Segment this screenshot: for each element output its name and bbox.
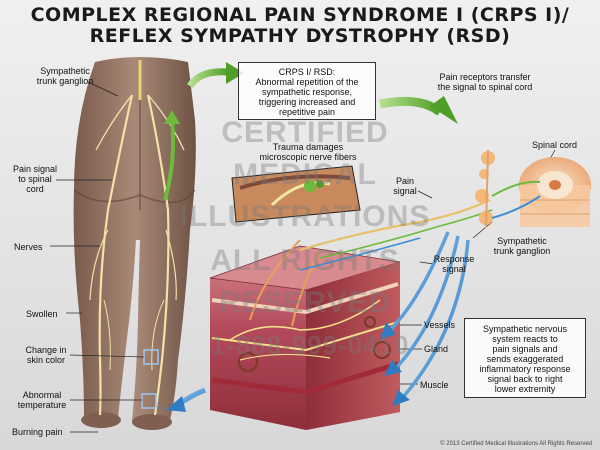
title-line-1: COMPLEX REGIONAL PAIN SYNDROME I (CRPS I… bbox=[30, 4, 570, 26]
watermark-line-6: RESERVED bbox=[218, 286, 392, 319]
title-line-2: REFLEX SYMPATHY DYSTROPHY (RSD) bbox=[89, 25, 511, 47]
label-vessels: Vessels bbox=[424, 320, 456, 330]
label-abnormal-temperature: Abnormal temperature bbox=[17, 390, 67, 410]
copyright-text: © 2013 Certified Medical Illustrations A… bbox=[440, 441, 592, 447]
label-trauma: Trauma damages microscopic nerve fibers bbox=[259, 142, 357, 162]
watermark-line-7: 1-888-999-0410 bbox=[210, 330, 410, 360]
leader-lines bbox=[50, 81, 556, 433]
label-muscle: Muscle bbox=[420, 380, 449, 390]
trauma-inset bbox=[231, 165, 361, 223]
watermark-line-5: ALL RIGHTS bbox=[210, 244, 400, 277]
legs-figure bbox=[73, 57, 196, 430]
label-spinal-cord: Spinal cord bbox=[532, 140, 578, 150]
watermark-line-2: CERTIFIED bbox=[221, 116, 389, 149]
crps-rsd-box: CRPS I/ RSD: Abnormal repetition of the … bbox=[238, 62, 376, 120]
skin-tissue-block bbox=[209, 239, 401, 430]
label-pain-signal: Pain signal bbox=[393, 176, 417, 196]
label-pain-signal-to-spinal-cord: Pain signal to spinal cord bbox=[12, 164, 58, 194]
label-pain-receptors: Pain receptors transfer the signal to sp… bbox=[437, 72, 533, 92]
label-burning-pain: Burning pain bbox=[12, 427, 63, 437]
spinal-cord-figure bbox=[475, 149, 591, 229]
label-change-in-skin-color: Change in skin color bbox=[25, 345, 67, 365]
label-response-signal: Response signal bbox=[433, 254, 475, 274]
label-gland: Gland bbox=[424, 344, 449, 354]
watermark-line-3: MEDICAL bbox=[233, 158, 377, 191]
label-swollen: Swollen bbox=[26, 309, 58, 319]
label-sympathetic-trunk-ganglion-left: Sympathetic trunk ganglion bbox=[36, 66, 94, 86]
sympathetic-reacts-box: Sympathetic nervous system reacts to pai… bbox=[464, 318, 586, 398]
watermark-line-4: ILLUSTRATIONS bbox=[179, 200, 431, 233]
label-sympathetic-trunk-ganglion-right: Sympathetic trunk ganglion bbox=[493, 236, 551, 256]
label-nerves: Nerves bbox=[14, 242, 43, 252]
